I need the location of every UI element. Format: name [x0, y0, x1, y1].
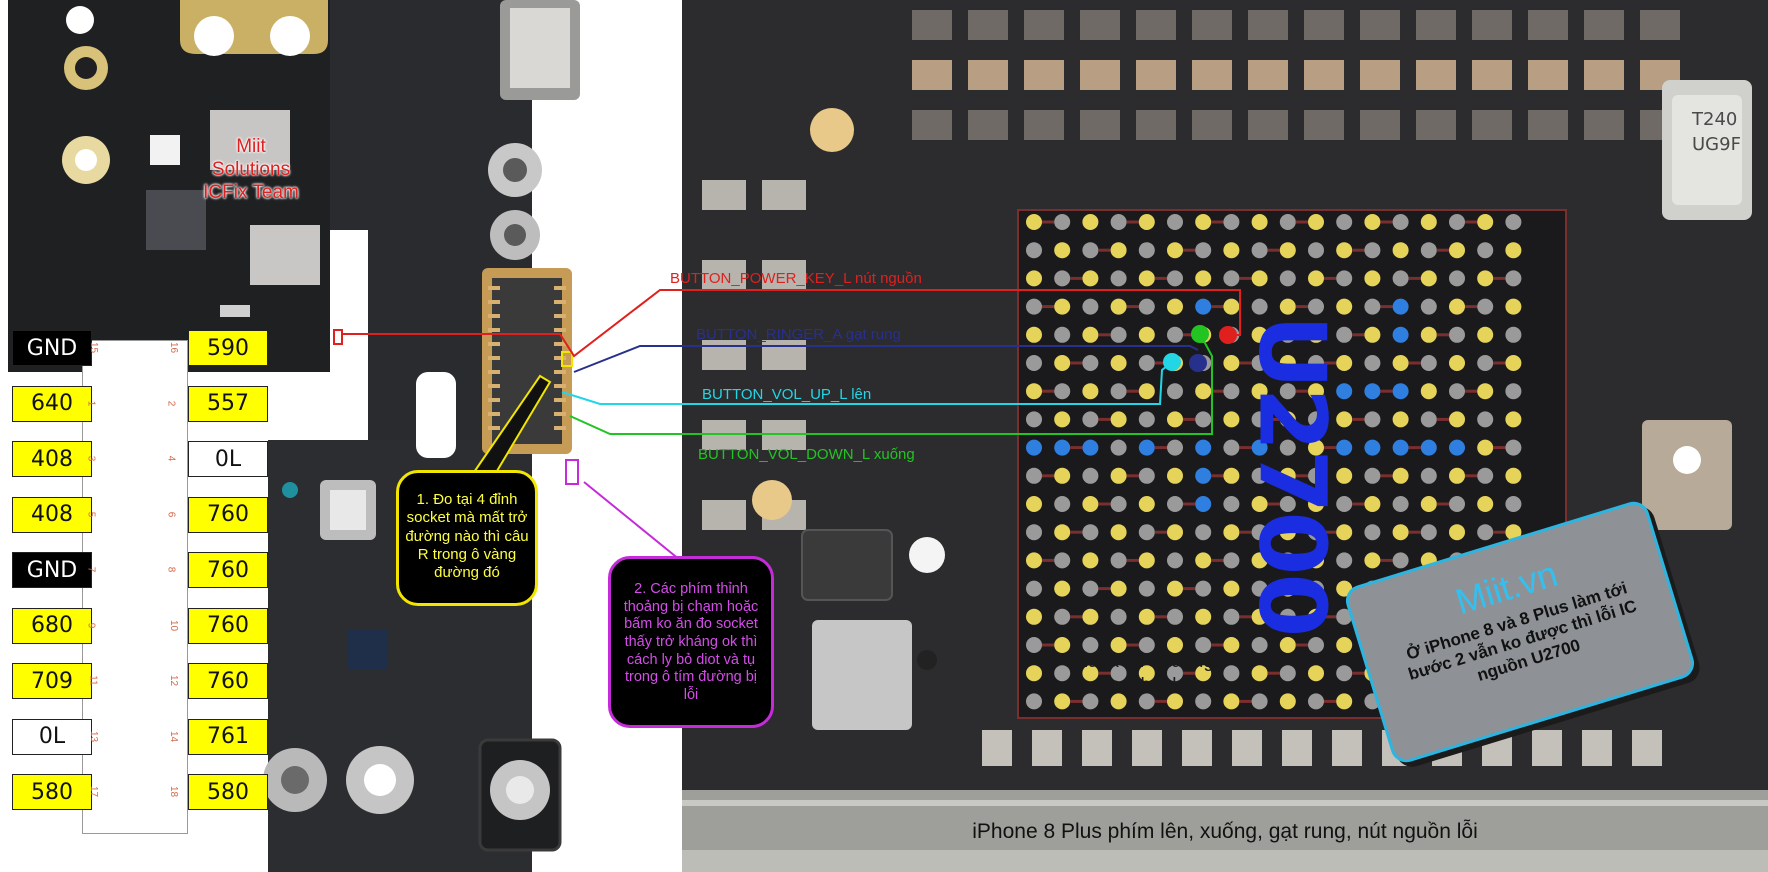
caption: iPhone 8 Plus phím lên, xuống, gạt rung,…: [972, 820, 1478, 843]
svg-text:T240: T240: [1691, 109, 1737, 130]
credit-line2: Facebook: [1098, 674, 1182, 696]
svg-text:UG9F: UG9F: [1692, 134, 1741, 155]
pin-value-right-8: 761: [188, 718, 268, 755]
signal-label-vol-down: BUTTON_VOL_DOWN_L xuống: [698, 446, 915, 463]
pad-vol-up: [1163, 353, 1181, 371]
watermark-line1: Miit Solutions: [211, 136, 291, 180]
chip-label: U2700: [1232, 315, 1352, 636]
credit-line1: Thank for sharing: [1066, 651, 1214, 672]
pin-value-left-4: 408: [12, 496, 92, 533]
pin-value-left-3: 408: [12, 441, 92, 477]
pin-value-left-5: GND: [12, 552, 92, 588]
watermark-line2: ICFix Team: [203, 181, 299, 203]
right-board-photo: T240 UG9F: [682, 0, 1768, 872]
pin-value-right-7: 760: [188, 663, 268, 699]
callout-step1-text: 1. Đo tại 4 đỉnh socket mà mất trở đường…: [405, 491, 529, 582]
pin-value-left-6: 680: [12, 607, 92, 644]
signal-label-power-key: BUTTON_POWER_KEY_L nút nguồn: [670, 270, 922, 287]
pin-value-left-7: 709: [12, 663, 92, 699]
pad-power-key: [1219, 326, 1237, 344]
callout-step1: 1. Đo tại 4 đỉnh socket mà mất trở đường…: [396, 470, 538, 606]
pin-value-left-8: 0L: [12, 718, 92, 755]
pin-value-left-2: 640: [12, 385, 92, 422]
credit: Thank for sharing Facebook: [1040, 650, 1240, 698]
pin-value-right-5: 760: [188, 552, 268, 588]
pin-value-right-2: 557: [188, 385, 268, 422]
pin-value-left-9: 580: [12, 774, 92, 810]
callout-step2: 2. Các phím thỉnh thoảng bị chạm hoặc bấ…: [608, 556, 774, 728]
watermark: Miit Solutions ICFix Team: [196, 136, 306, 204]
chip-name: U2700: [1238, 314, 1346, 636]
pin-value-right-4: 760: [188, 496, 268, 533]
pin-value-right-1: 590: [188, 330, 268, 366]
pin-value-right-6: 760: [188, 607, 268, 644]
pin-value-right-3: 0L: [188, 441, 268, 477]
pad-ringer: [1189, 354, 1207, 372]
pad-vol-down: [1191, 325, 1209, 343]
pin-value-right-9: 580: [188, 774, 268, 810]
signal-label-ringer: BUTTON_RINGER_A gạt rung: [696, 326, 901, 343]
callout-step2-text: 2. Các phím thỉnh thoảng bị chạm hoặc bấ…: [623, 581, 759, 704]
signal-label-vol-up: BUTTON_VOL_UP_L lên: [702, 386, 872, 403]
pin-value-left-1: GND: [12, 330, 92, 366]
pinout-ruler: [82, 340, 188, 834]
